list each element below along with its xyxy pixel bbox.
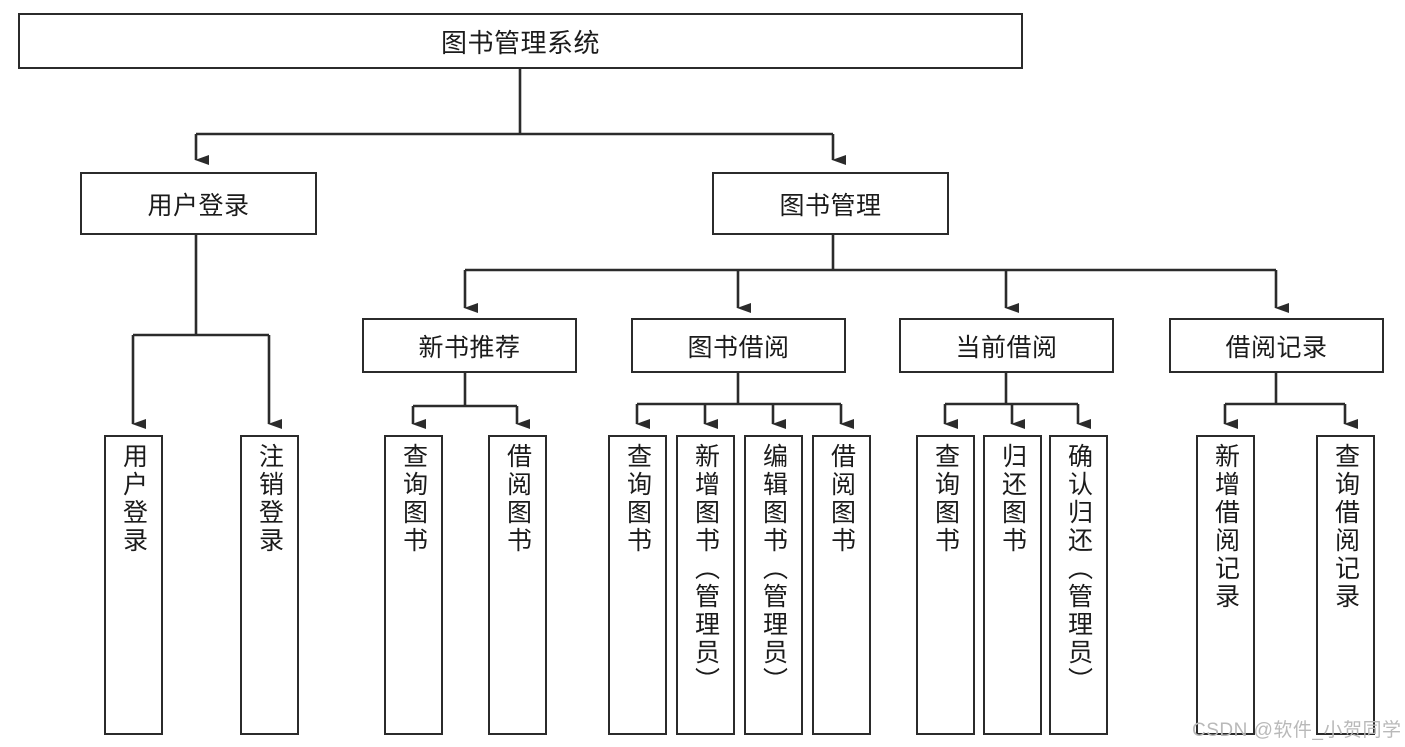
leaf-borrow-borrow-book[interactable]: 借阅图书	[812, 435, 871, 735]
node-current-borrowing[interactable]: 当前借阅	[899, 318, 1114, 373]
leaf-logout[interactable]: 注销登录	[240, 435, 299, 735]
node-label: 借阅图书	[503, 443, 532, 555]
node-label: 查询借阅记录	[1331, 443, 1360, 611]
node-label: 图书管理	[779, 191, 882, 220]
node-label: 归还图书	[998, 443, 1027, 555]
node-label: 查询图书	[399, 443, 428, 555]
leaf-record-add-borrow-record[interactable]: 新增借阅记录	[1196, 435, 1255, 735]
leaf-borrow-add-book-admin[interactable]: 新增图书（管理员）	[676, 435, 735, 735]
node-label: 图书管理系统	[440, 27, 600, 58]
leaf-current-query-book[interactable]: 查询图书	[916, 435, 975, 735]
node-label: 借阅图书	[827, 443, 856, 555]
node-label: 当前借阅	[955, 333, 1058, 362]
node-label: 用户登录	[147, 191, 250, 220]
leaf-borrow-query-book[interactable]: 查询图书	[608, 435, 667, 735]
leaf-new-book-query-book[interactable]: 查询图书	[384, 435, 443, 735]
node-label: 借阅记录	[1225, 333, 1328, 362]
node-new-book-recommendation[interactable]: 新书推荐	[362, 318, 577, 373]
leaf-new-book-borrow-book[interactable]: 借阅图书	[488, 435, 547, 735]
node-label: 查询图书	[931, 443, 960, 555]
leaf-user-login[interactable]: 用户登录	[104, 435, 163, 735]
node-label: 注销登录	[255, 443, 284, 555]
node-label: 新书推荐	[418, 333, 521, 362]
node-user-login[interactable]: 用户登录	[80, 172, 317, 235]
node-label: 新增借阅记录	[1211, 443, 1240, 611]
node-label: 编辑图书（管理员）	[759, 443, 788, 695]
node-label: 图书借阅	[687, 333, 790, 362]
leaf-current-return-book[interactable]: 归还图书	[983, 435, 1042, 735]
leaf-borrow-edit-book-admin[interactable]: 编辑图书（管理员）	[744, 435, 803, 735]
node-book-borrowing[interactable]: 图书借阅	[631, 318, 846, 373]
node-label: 新增图书（管理员）	[691, 443, 720, 695]
node-label: 查询图书	[623, 443, 652, 555]
node-borrowing-records[interactable]: 借阅记录	[1169, 318, 1384, 373]
node-root-book-management-system[interactable]: 图书管理系统	[18, 13, 1023, 69]
node-book-management[interactable]: 图书管理	[712, 172, 949, 235]
node-label: 确认归还（管理员）	[1064, 443, 1093, 695]
leaf-record-query-borrow-record[interactable]: 查询借阅记录	[1316, 435, 1375, 735]
watermark-csdn: CSDN @软件_小贺同学	[1192, 720, 1402, 741]
leaf-current-confirm-return-admin[interactable]: 确认归还（管理员）	[1049, 435, 1108, 735]
node-label: 用户登录	[119, 443, 148, 555]
